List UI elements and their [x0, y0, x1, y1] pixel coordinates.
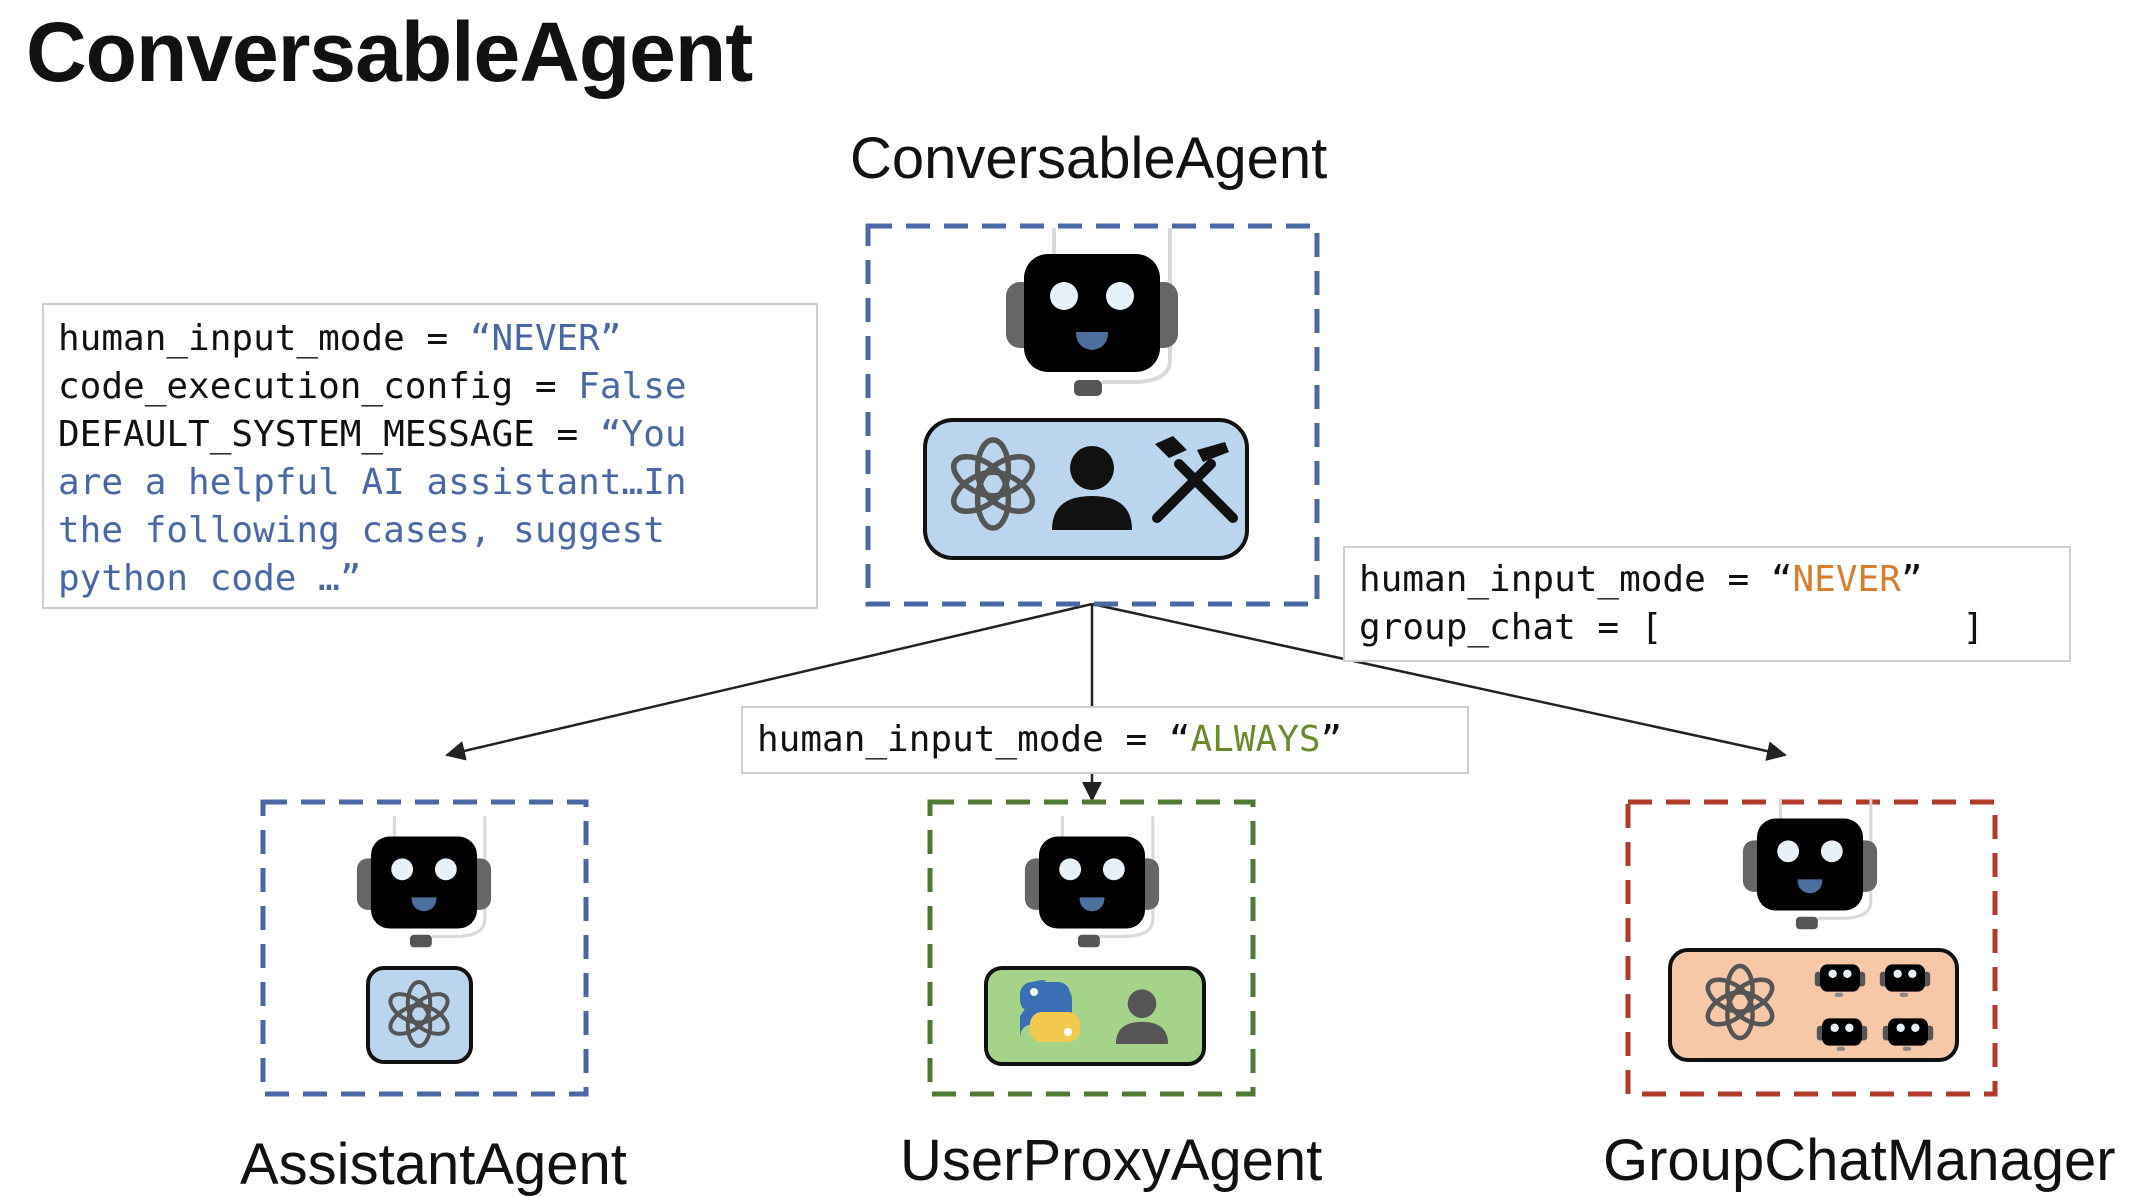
config-key: human_input_mode = — [1359, 559, 1771, 600]
config-key: code_execution_config = — [58, 366, 579, 407]
userproxy-agent-box — [927, 799, 1256, 1097]
config-key: DEFAULT_SYSTEM_MESSAGE = — [58, 414, 600, 455]
config-value: NEVER — [1792, 559, 1901, 600]
assistant-capabilities-panel — [366, 966, 473, 1064]
assistant-config-box: human_input_mode = “NEVER” code_execution… — [42, 303, 818, 609]
assistant-agent-label: AssistantAgent — [240, 1132, 627, 1197]
slide-title: ConversableAgent — [26, 5, 753, 99]
system-message-line: the following cases, suggest — [58, 510, 665, 551]
system-message-line: are a helpful AI assistant…In — [58, 462, 687, 503]
config-value: “NEVER” — [469, 318, 622, 359]
list-close: ] — [1962, 607, 1985, 648]
groupchat-manager-label: GroupChatManager — [1603, 1128, 2116, 1193]
system-message-line: python code …” — [58, 558, 362, 599]
groupchat-manager-box — [1625, 799, 1998, 1097]
python-icon — [1020, 980, 1080, 1042]
root-robot-icon — [1004, 226, 1180, 398]
config-key: human_input_mode = — [757, 719, 1169, 760]
userproxy-capabilities-panel — [984, 966, 1206, 1066]
assistant-robot-icon — [355, 814, 493, 949]
root-agent-box — [865, 223, 1320, 607]
tools-icon — [1152, 436, 1238, 523]
userproxy-config-box: human_input_mode = “ALWAYS” — [741, 706, 1469, 774]
config-value: ALWAYS — [1190, 719, 1321, 760]
config-key: group_chat = [ — [1359, 607, 1663, 648]
groupchat-robot-icon — [1741, 796, 1879, 931]
config-value: “You — [599, 414, 687, 455]
assistant-agent-box — [260, 799, 589, 1097]
root-agent-label: ConversableAgent — [850, 126, 1328, 191]
config-key: human_input_mode = — [58, 318, 470, 359]
arrow-to-groupchat — [1091, 602, 1787, 761]
config-value: False — [578, 366, 687, 407]
userproxy-robot-icon — [1023, 814, 1161, 949]
arrow-to-assistant — [445, 602, 1093, 761]
groupchat-config-box: human_input_mode = “NEVER”group_chat = [… — [1343, 546, 2071, 662]
userproxy-agent-label: UserProxyAgent — [900, 1128, 1323, 1193]
